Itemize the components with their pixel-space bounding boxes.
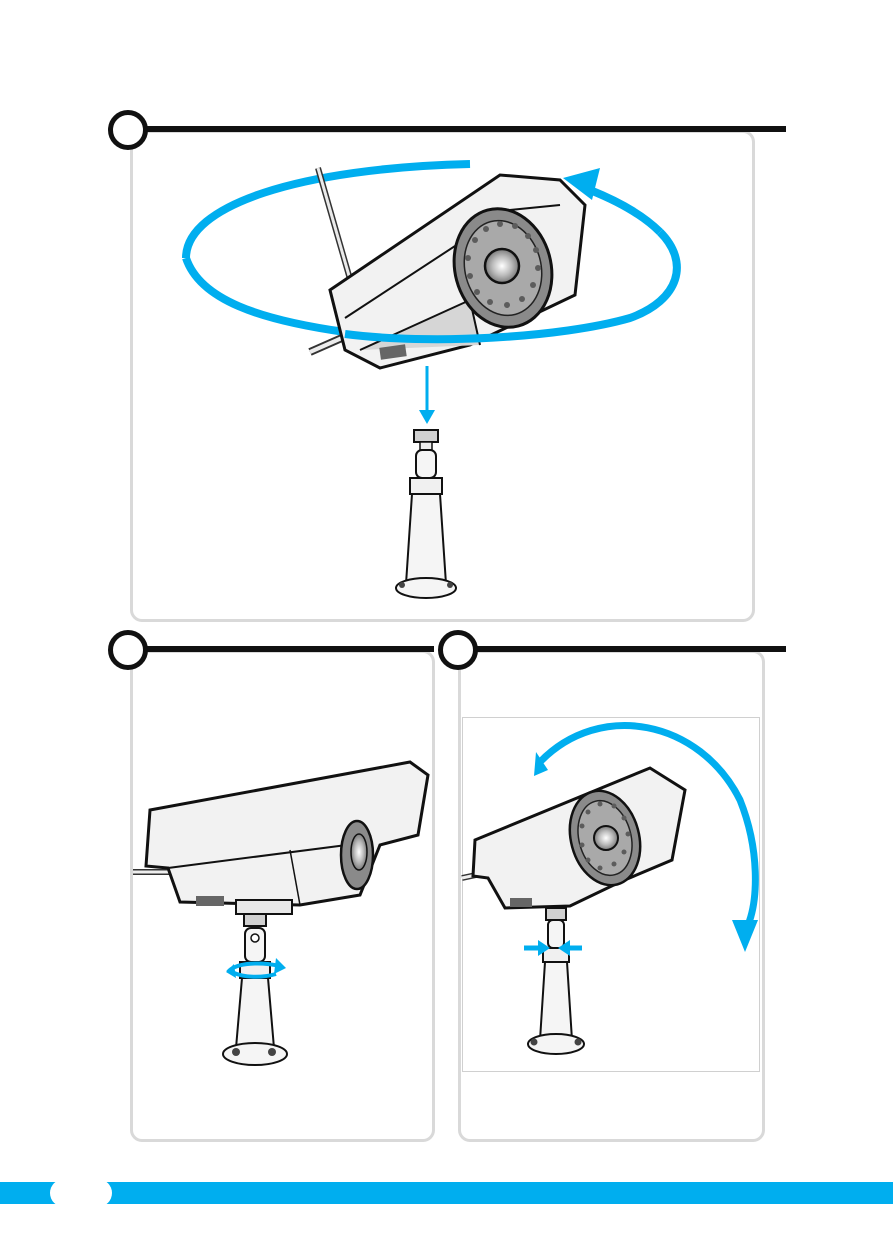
step-3-illustration <box>462 726 758 1054</box>
page-number-tab <box>50 1179 112 1207</box>
stand-icon <box>223 914 287 1065</box>
footer-bar <box>0 1182 893 1204</box>
stand-icon <box>396 430 456 598</box>
step-2-illustration <box>133 762 428 1065</box>
stand-icon <box>528 908 584 1054</box>
step-1-illustration <box>186 164 677 598</box>
camera-front-icon <box>473 768 685 908</box>
camera-side-icon <box>146 762 428 914</box>
